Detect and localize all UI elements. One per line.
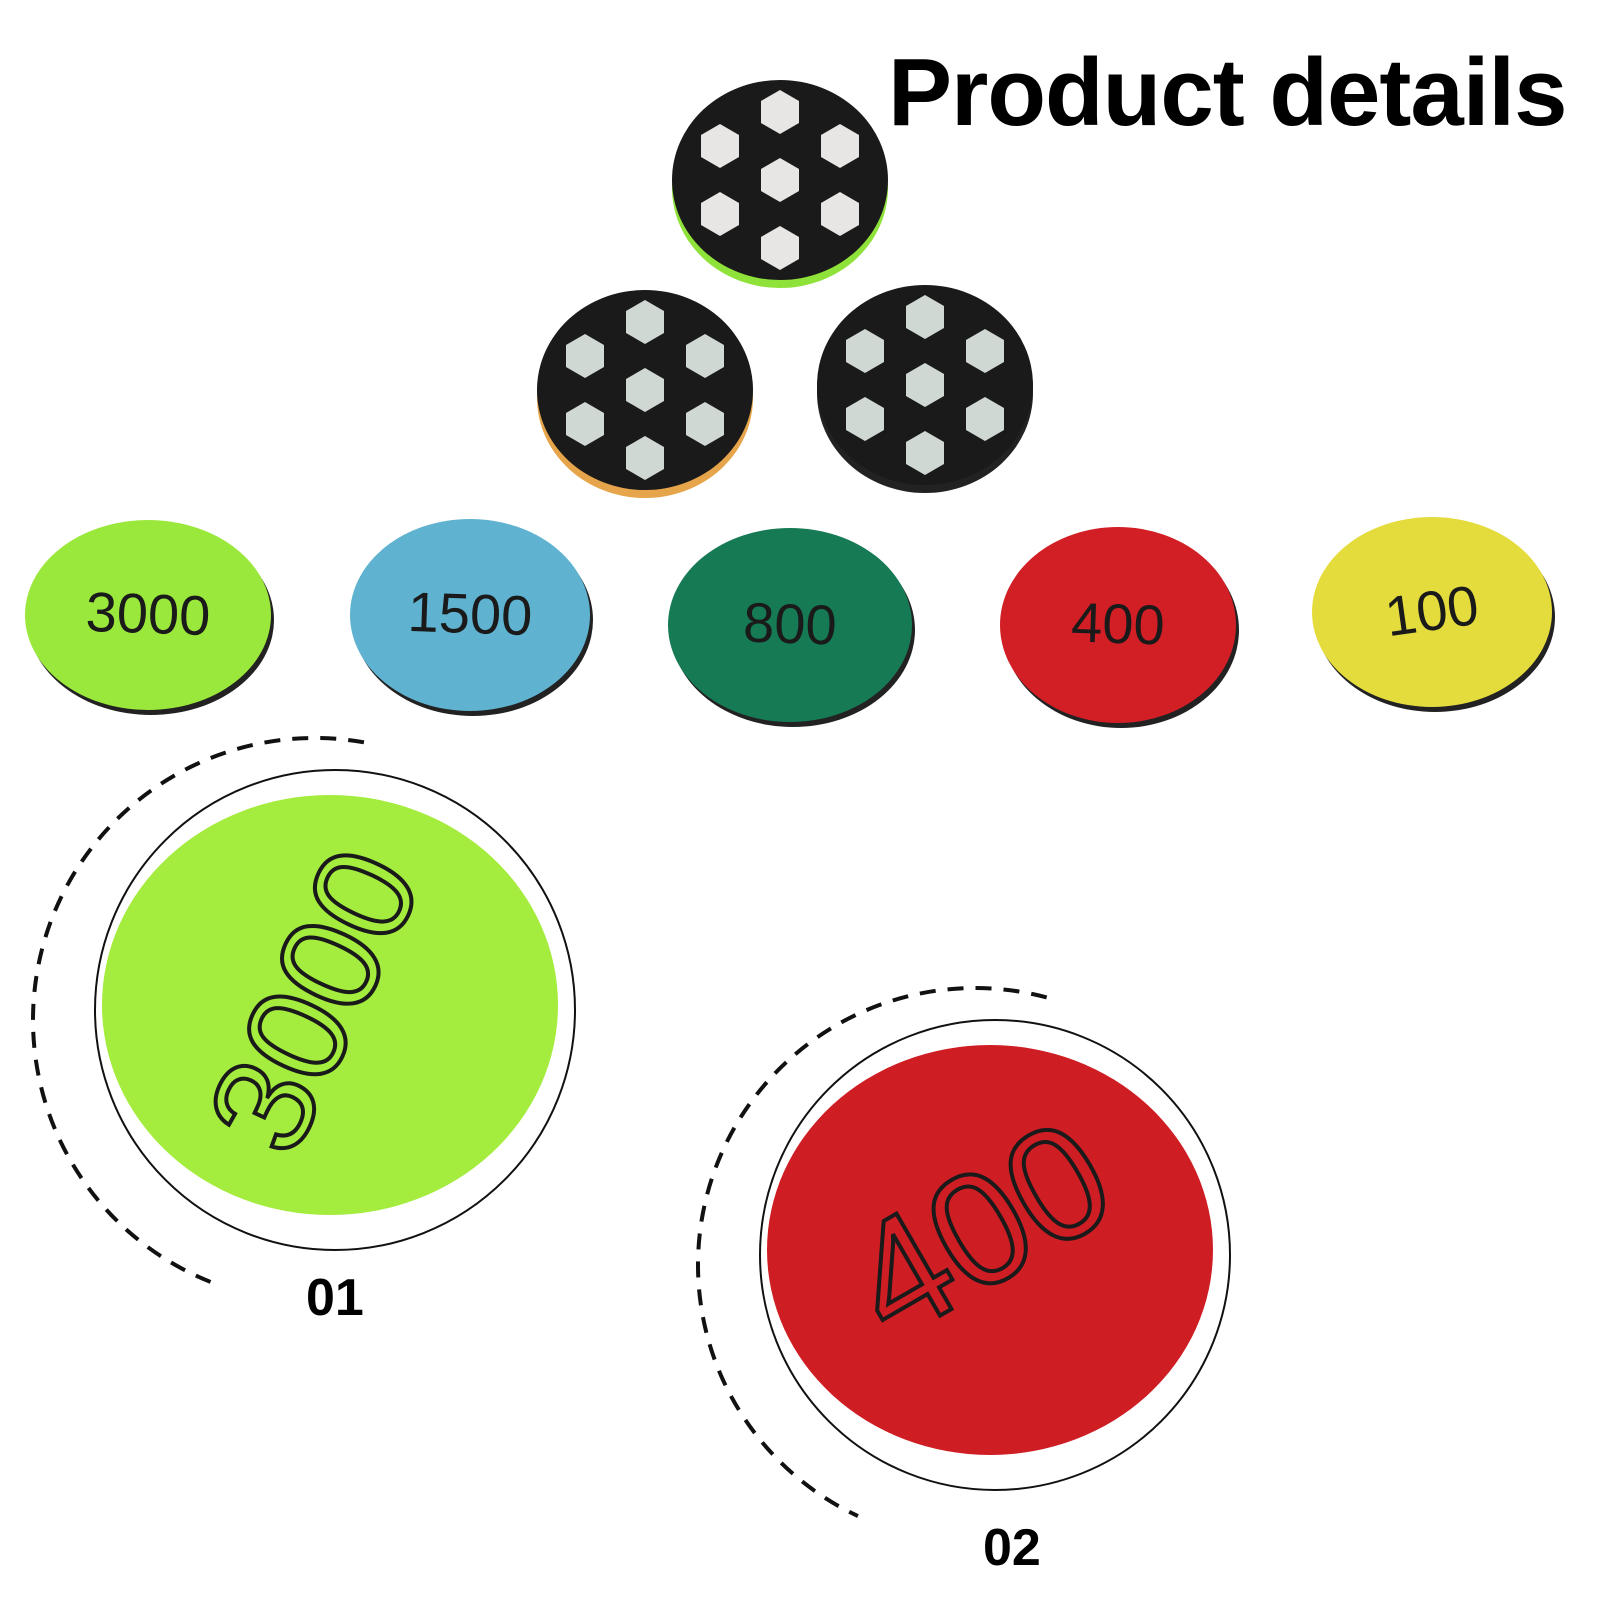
hex-diamond-pad: [537, 290, 753, 498]
closeup-02: 400: [695, 986, 1231, 1518]
hex-diamond-pad: [672, 80, 888, 288]
dashed-arc: [31, 736, 365, 1287]
grit-pad-3000: 3000: [25, 520, 274, 715]
dashed-arc: [695, 986, 1048, 1518]
grit-pad-1500: 1500: [350, 519, 593, 716]
closeup-01: 3000: [31, 736, 576, 1287]
page-title: Product details: [888, 39, 1567, 146]
grit-pad-400: 400: [1000, 527, 1239, 728]
grit-label: 800: [742, 590, 838, 656]
grit-pad-100: 100: [1312, 517, 1555, 712]
grit-label: 3000: [85, 580, 212, 647]
hex-diamond-pad: [817, 285, 1033, 493]
closeup-label-01: 01: [306, 1269, 364, 1327]
grit-pad-800: 800: [668, 528, 915, 727]
grit-label: 1500: [407, 580, 534, 647]
grit-label: 400: [1070, 590, 1166, 656]
grit-label: 100: [1381, 573, 1482, 648]
closeup-label-02: 02: [983, 1519, 1041, 1577]
